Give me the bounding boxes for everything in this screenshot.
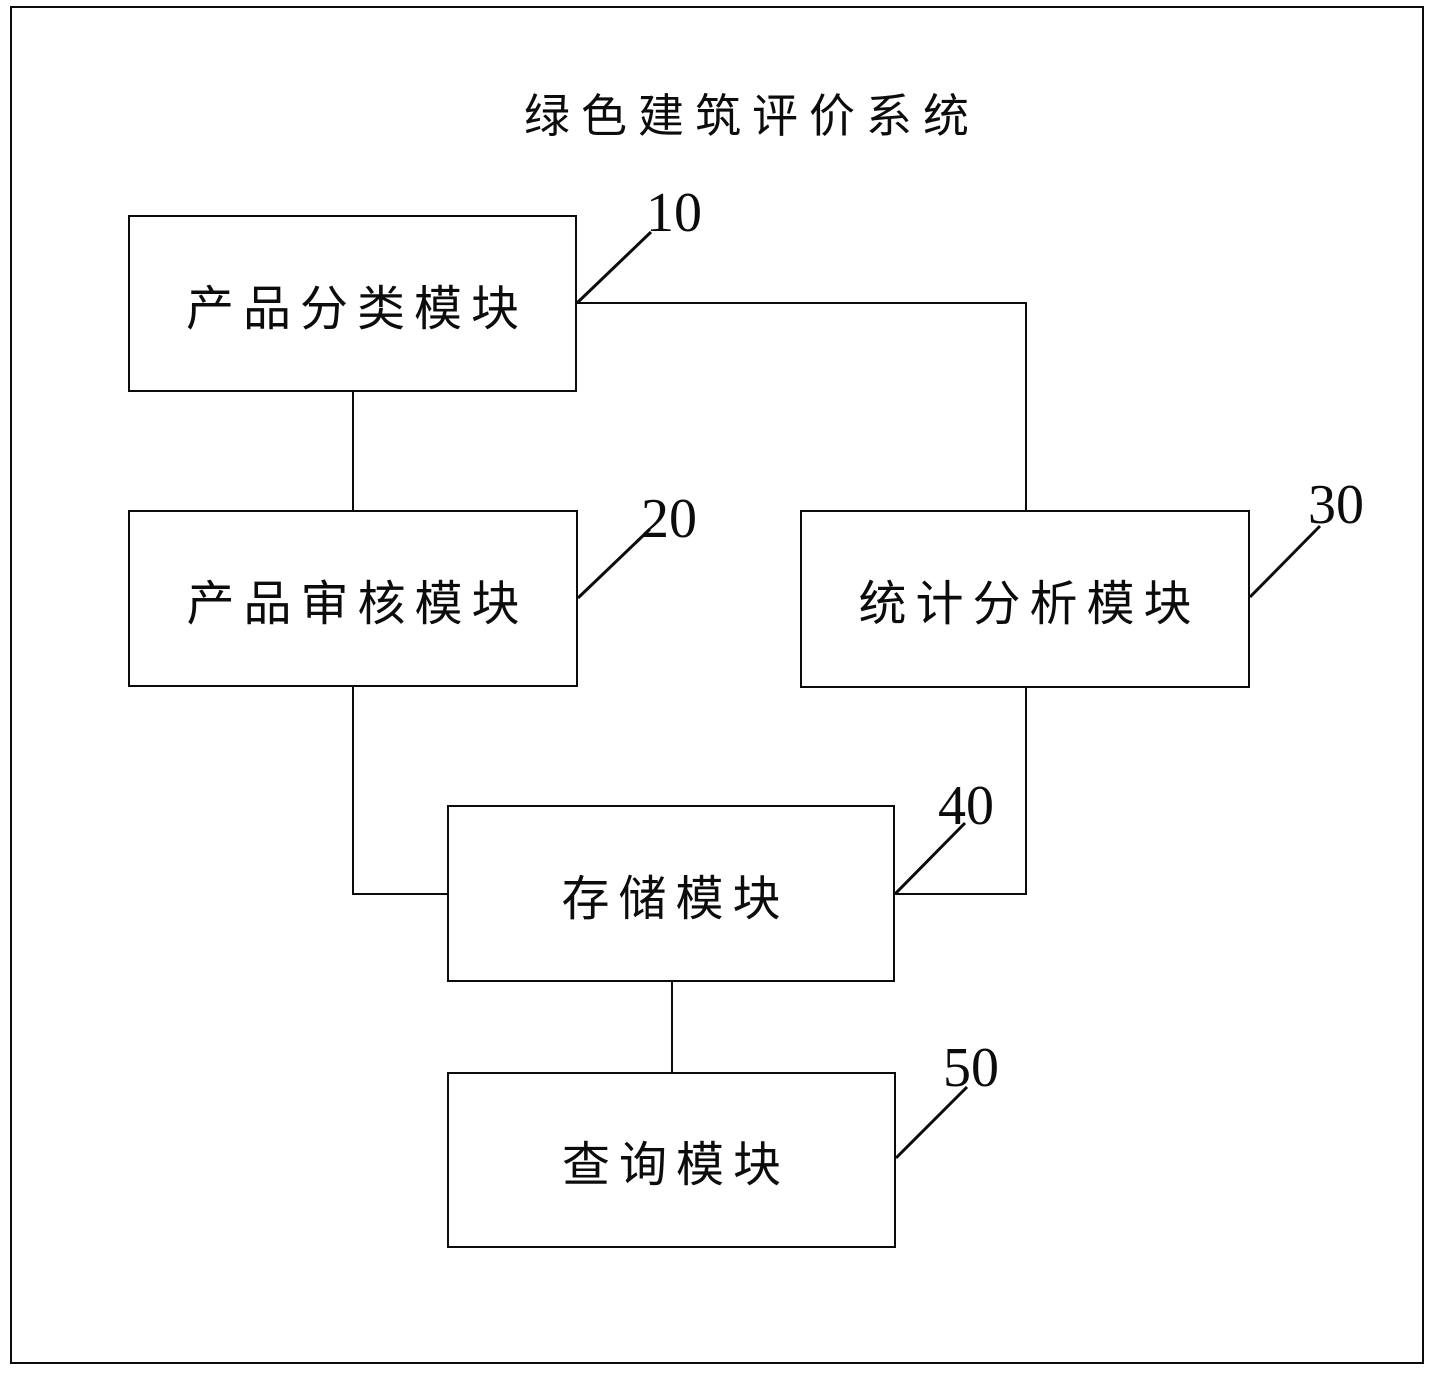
leader-line-30	[1248, 524, 1322, 599]
leader-line-20	[576, 527, 652, 600]
module-label-storage: 存储模块	[561, 872, 790, 926]
ref-number-30: 30	[1308, 474, 1364, 536]
ref-number-50: 50	[943, 1037, 999, 1099]
module-box-storage: 存储模块	[447, 805, 895, 982]
module-label-statistical-analysis: 统计分析模块	[858, 578, 1201, 631]
connector-10-30	[577, 302, 1027, 510]
module-box-query: 查询模块	[447, 1072, 896, 1248]
leader-line-10	[575, 230, 653, 305]
module-box-product-classification: 产品分类模块	[128, 215, 577, 392]
diagram-title: 绿色建筑评价系统	[524, 91, 980, 142]
module-box-statistical-analysis: 统计分析模块	[800, 510, 1250, 688]
module-box-product-review: 产品审核模块	[128, 510, 578, 687]
module-label-query: 查询模块	[561, 1139, 790, 1192]
connector-20-40	[352, 687, 447, 895]
connector-30-40	[895, 688, 1027, 895]
leader-line-40	[893, 821, 967, 896]
ref-number-10: 10	[646, 182, 702, 244]
ref-number-40: 40	[938, 775, 994, 837]
leader-line-50	[894, 1085, 969, 1160]
module-label-product-review: 产品审核模块	[186, 577, 529, 631]
ref-number-20: 20	[641, 488, 697, 550]
figure-border	[10, 6, 1424, 1364]
module-label-product-classification: 产品分类模块	[185, 282, 528, 336]
